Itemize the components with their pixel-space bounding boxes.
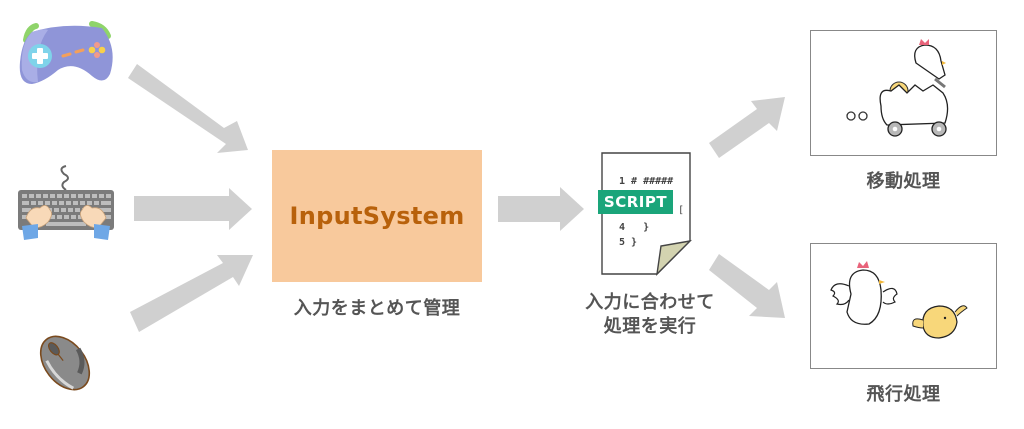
- script-bracket-glyph: [: [678, 205, 685, 216]
- script-caption-line-1: 入力に合わせて: [585, 292, 715, 313]
- arrow-script-to-move: [709, 97, 785, 158]
- script-badge: SCRIPT: [598, 190, 673, 214]
- inputsystem-title: InputSystem: [289, 202, 465, 230]
- chickens-flying-illustration: [830, 261, 968, 339]
- arrow-inputsystem-to-script: [498, 187, 584, 231]
- move-illustration-panel: [810, 30, 997, 156]
- fly-caption: 飛行処理: [866, 384, 941, 405]
- inputsystem-caption: 入力をまとめて管理: [293, 298, 461, 319]
- arrow-gamepad-to-inputsystem: [128, 64, 248, 153]
- gamepad-icon: [19, 21, 113, 84]
- script-document-icon: 1 # ##### 4 } 5 } [ SCRIPT: [595, 150, 695, 280]
- script-caption: 入力に合わせて 処理を実行: [555, 291, 745, 339]
- script-caption-line-2: 処理を実行: [603, 316, 697, 337]
- keyboard-icon: [18, 165, 114, 240]
- mouse-icon: [39, 335, 91, 391]
- script-code-line-5: 5 }: [619, 237, 638, 248]
- arrow-mouse-to-inputsystem: [130, 255, 253, 332]
- move-caption: 移動処理: [866, 171, 941, 192]
- arrow-script-to-fly: [709, 254, 785, 318]
- chicken-car-illustration: [846, 39, 949, 137]
- fly-illustration-panel: [810, 243, 997, 369]
- script-code-line-1: 1 # #####: [619, 176, 674, 187]
- script-code-line-4: 4 }: [619, 222, 650, 233]
- arrow-keyboard-to-inputsystem: [134, 188, 252, 230]
- script-badge-text: SCRIPT: [603, 193, 668, 211]
- inputsystem-box: InputSystem: [272, 150, 482, 282]
